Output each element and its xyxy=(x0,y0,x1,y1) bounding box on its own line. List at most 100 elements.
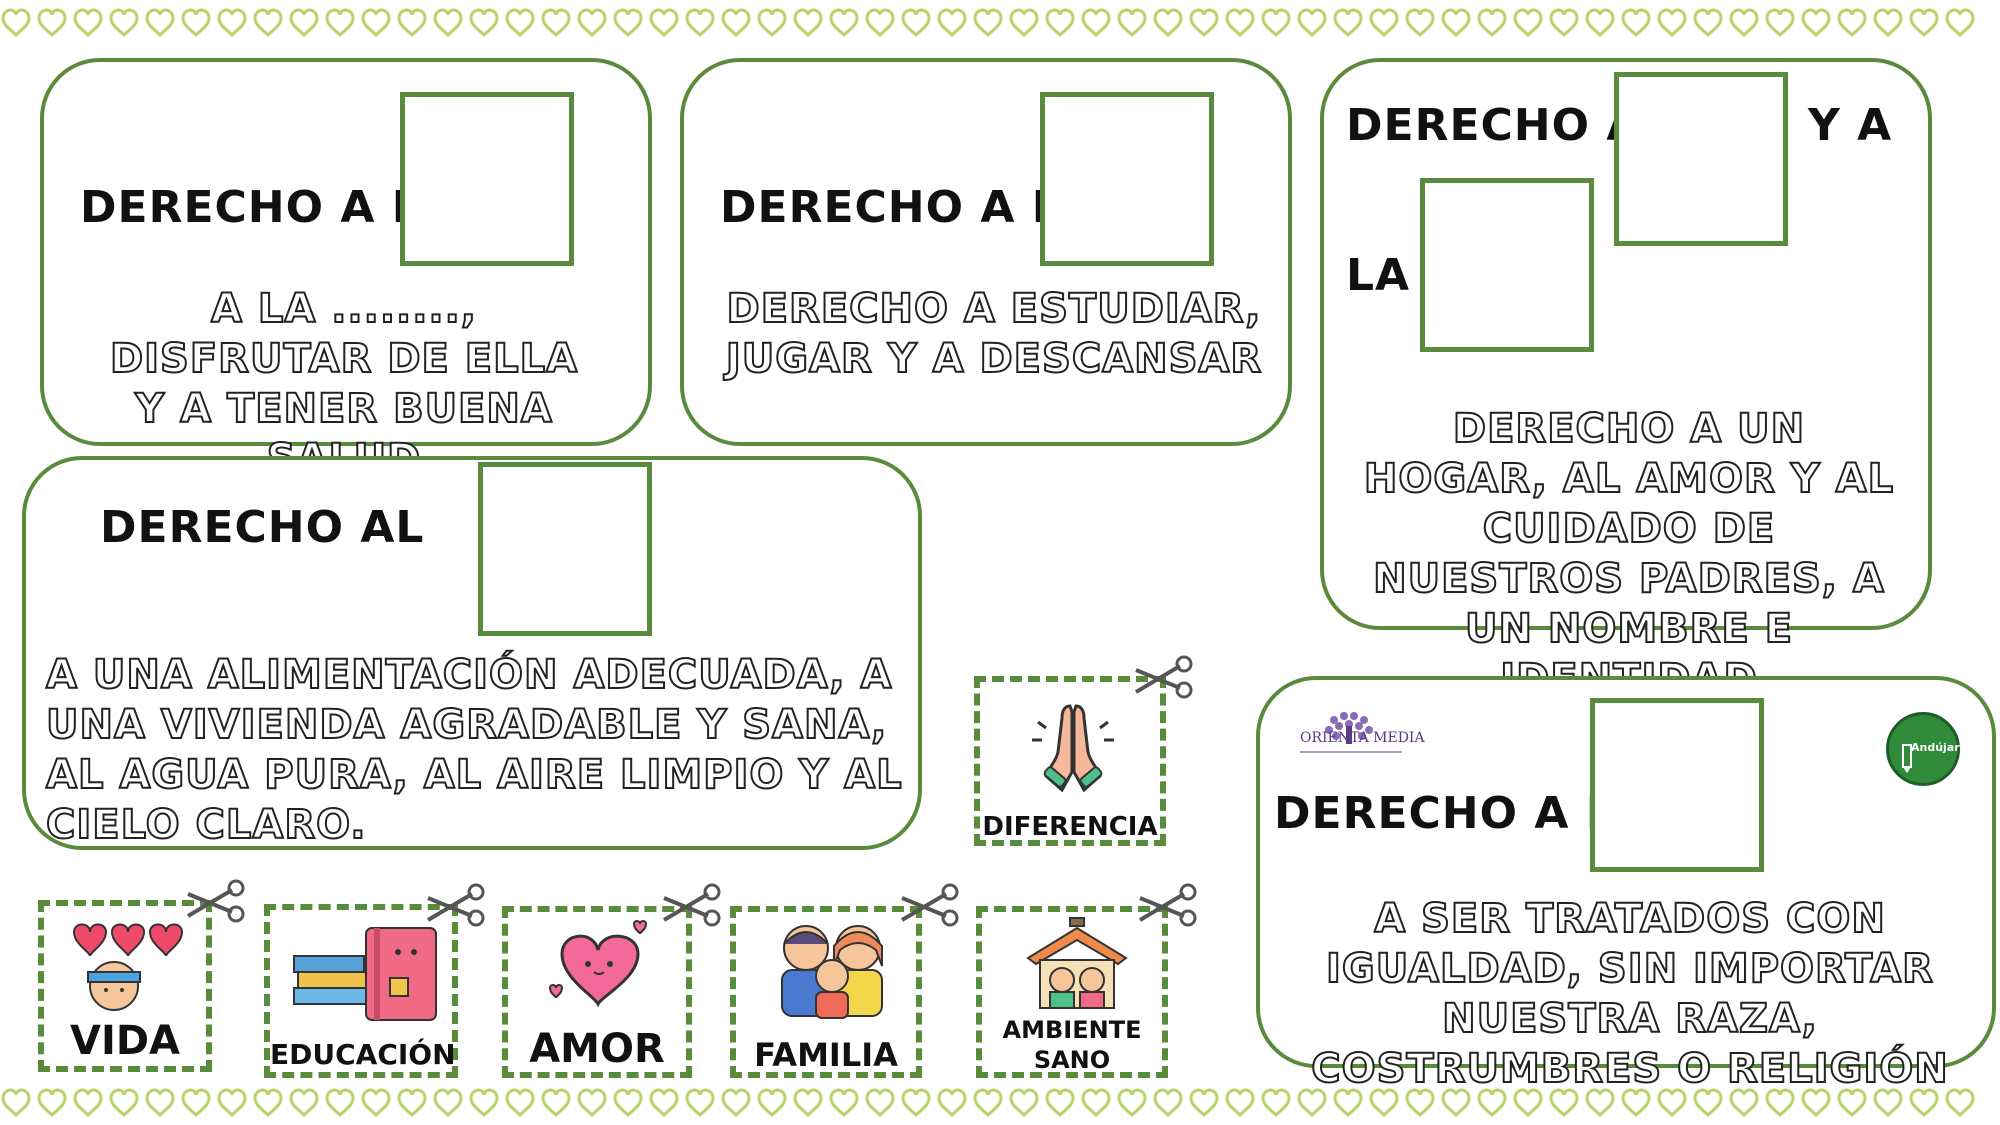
heart-border-icon xyxy=(181,8,211,38)
heart-border-icon xyxy=(37,8,67,38)
heart-border-icon xyxy=(1369,8,1399,38)
heart-border-icon xyxy=(973,1088,1003,1118)
cutout-familia[interactable]: FAMILIA xyxy=(730,906,922,1078)
heart-border-icon xyxy=(1549,1088,1579,1118)
cutout-ambiente-label-line1: AMBIENTE xyxy=(1002,1016,1142,1044)
heart-border-icon xyxy=(937,1088,967,1118)
heart-border-icon xyxy=(325,1088,355,1118)
cutout-educacion[interactable]: EDUCACIÓN xyxy=(264,904,458,1078)
heart-border-icon xyxy=(1441,8,1471,38)
books-icon xyxy=(293,927,437,1021)
praying-hands-icon xyxy=(1032,704,1114,793)
heart-border-icon xyxy=(649,1088,679,1118)
heart-border-icon xyxy=(469,1088,499,1118)
heart-border-icon xyxy=(289,8,319,38)
heart-border-icon xyxy=(1189,1088,1219,1118)
card-educacion: DERECHO A LA DERECHO A ESTUDIAR, JUGAR Y… xyxy=(680,58,1292,446)
heart-border-icon xyxy=(109,1088,139,1118)
scissors-icon xyxy=(1138,883,1197,927)
cutout-diferencia-label: DIFERENCIA xyxy=(982,812,1158,842)
heart-border-icon xyxy=(1333,1088,1363,1118)
heart-border-icon xyxy=(1153,1088,1183,1118)
heart-border-icon xyxy=(1909,8,1939,38)
heart-border-icon xyxy=(1045,1088,1075,1118)
scissors-icon xyxy=(1134,655,1193,699)
card-familia-description: DERECHO A UN HOGAR, AL AMOR Y AL CUIDADO… xyxy=(1363,405,1895,703)
heart-border-icon xyxy=(1585,8,1615,38)
heart-border-icon xyxy=(253,8,283,38)
heart-border-icon xyxy=(433,1088,463,1118)
heart-border-icon xyxy=(1909,1088,1939,1118)
heart-border-icon xyxy=(1081,8,1111,38)
heart-border-icon xyxy=(829,8,859,38)
heart-border-icon xyxy=(1081,1088,1111,1118)
heart-border-icon xyxy=(973,8,1003,38)
heart-border-icon xyxy=(901,8,931,38)
heart-border-icon xyxy=(685,8,715,38)
heart-border-icon xyxy=(1441,1088,1471,1118)
heart-border-icon xyxy=(1621,8,1651,38)
heart-border-icon xyxy=(1873,8,1903,38)
card-familia-blank-1[interactable] xyxy=(1614,72,1788,246)
heart-border-icon xyxy=(1585,1088,1615,1118)
cutout-ambiente-label-line2: SANO xyxy=(1033,1046,1111,1074)
heart-border-icon xyxy=(1945,8,1975,38)
logo-andujar: Andújar xyxy=(1886,712,1960,786)
heart-border-icon xyxy=(73,1088,103,1118)
logo-orienta-media-text: ORIENTA MEDIA xyxy=(1300,730,1425,746)
card-familia-title-part3: LA xyxy=(1346,250,1411,301)
card-familia-blank-2[interactable] xyxy=(1420,178,1594,352)
heart-border-icon xyxy=(577,1088,607,1118)
scissors-icon xyxy=(186,879,245,923)
card-diferencia-title: DERECHO A LA xyxy=(1274,788,1650,839)
cutout-ambiente[interactable]: AMBIENTE SANO xyxy=(976,906,1168,1078)
card-ambiente-title: DERECHO AL xyxy=(100,502,425,553)
heart-border-icon xyxy=(613,8,643,38)
heart-border-icon xyxy=(613,1088,643,1118)
heart-border-icon xyxy=(793,1088,823,1118)
cutout-diferencia[interactable]: DIFERENCIA xyxy=(974,676,1166,846)
heart-border-icon xyxy=(109,8,139,38)
card-diferencia: ORIENTA MEDIA Andújar DERECHO A LA A SER… xyxy=(1256,676,1996,1093)
card-ambiente-blank[interactable] xyxy=(478,462,652,636)
heart-border-icon xyxy=(1261,1088,1291,1118)
heart-border-icon xyxy=(181,1088,211,1118)
bottom-heart-border xyxy=(0,1082,2000,1124)
card-diferencia-blank[interactable] xyxy=(1590,698,1764,872)
heart-border-icon xyxy=(577,8,607,38)
heart-border-icon xyxy=(685,1088,715,1118)
heart-border-icon xyxy=(217,8,247,38)
heart-border-icon xyxy=(397,1088,427,1118)
heart-border-icon xyxy=(1333,8,1363,38)
heart-border-icon xyxy=(757,1088,787,1118)
cutout-amor[interactable]: AMOR xyxy=(502,906,692,1078)
heart-border-icon xyxy=(901,1088,931,1118)
heart-border-icon xyxy=(757,8,787,38)
heart-border-icon xyxy=(1837,8,1867,38)
logo-orienta-media: ORIENTA MEDIA xyxy=(1296,706,1425,758)
card-educacion-title: DERECHO A LA xyxy=(720,182,1096,233)
card-educacion-description: DERECHO A ESTUDIAR, JUGAR Y A DESCANSAR xyxy=(725,285,1263,383)
heart-border-icon xyxy=(1513,1088,1543,1118)
card-vida: DERECHO A LA A LA ........, DISFRUTAR DE… xyxy=(40,58,652,483)
card-educacion-blank[interactable] xyxy=(1040,92,1214,266)
heart-border-icon xyxy=(1,1088,31,1118)
heart-border-icon xyxy=(649,8,679,38)
card-ambiente-description: A UNA ALIMENTACIÓN ADECUADA, A UNA VIVIE… xyxy=(45,651,903,849)
family-icon xyxy=(781,925,883,1019)
heart-border-icon xyxy=(505,1088,535,1118)
heart-border-icon xyxy=(1729,1088,1759,1118)
cutout-familia-label: FAMILIA xyxy=(754,1036,898,1074)
heart-border-icon xyxy=(1549,8,1579,38)
heart-border-icon xyxy=(937,8,967,38)
heart-border-icon xyxy=(1945,1088,1975,1118)
cutout-vida[interactable]: VIDA xyxy=(38,900,212,1072)
heart-border-icon xyxy=(1297,8,1327,38)
heart-border-icon xyxy=(361,8,391,38)
heart-border-icon xyxy=(37,1088,67,1118)
heart-border-icon xyxy=(1657,1088,1687,1118)
heart-border-icon xyxy=(1657,8,1687,38)
heart-border-icon xyxy=(325,8,355,38)
card-vida-blank[interactable] xyxy=(400,92,574,266)
heart-border-icon xyxy=(1117,8,1147,38)
